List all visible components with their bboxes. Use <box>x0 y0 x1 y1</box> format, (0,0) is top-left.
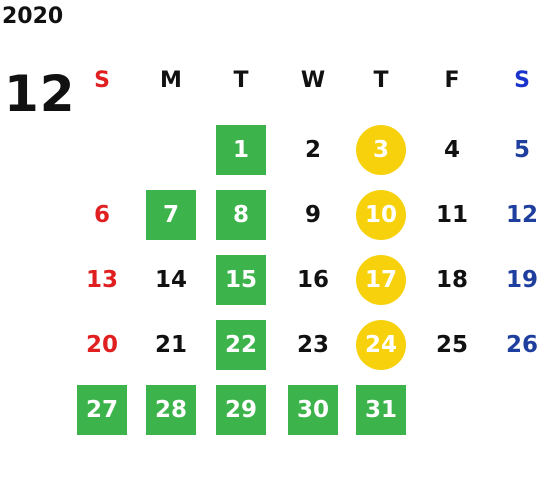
day-cell-28[interactable]: 28 <box>146 385 196 435</box>
day-cell-8[interactable]: 8 <box>216 190 266 240</box>
day-cell-16[interactable]: 16 <box>296 267 329 293</box>
day-cell-1[interactable]: 1 <box>216 125 266 175</box>
day-cell-7[interactable]: 7 <box>146 190 196 240</box>
day-cell-12[interactable]: 12 <box>505 202 538 228</box>
day-cell-24[interactable]: 24 <box>356 320 406 370</box>
weekday-sun: S <box>94 68 110 93</box>
weekday-tue: T <box>233 68 249 93</box>
day-cell-20[interactable]: 20 <box>85 332 118 358</box>
day-cell-2[interactable]: 2 <box>304 137 321 163</box>
weekday-fri: F <box>444 68 460 93</box>
day-cell-31[interactable]: 31 <box>356 385 406 435</box>
day-cell-22[interactable]: 22 <box>216 320 266 370</box>
day-cell-17[interactable]: 17 <box>356 255 406 305</box>
weekday-wed: W <box>300 68 326 93</box>
day-cell-29[interactable]: 29 <box>216 385 266 435</box>
day-cell-27[interactable]: 27 <box>77 385 127 435</box>
day-cell-11[interactable]: 11 <box>435 202 468 228</box>
month-label: 12 <box>4 65 76 123</box>
day-cell-5[interactable]: 5 <box>513 137 530 163</box>
day-cell-9[interactable]: 9 <box>304 202 321 228</box>
day-cell-6[interactable]: 6 <box>93 202 110 228</box>
day-cell-10[interactable]: 10 <box>356 190 406 240</box>
year-label: 2020 <box>2 4 64 29</box>
weekday-mon: M <box>160 68 182 93</box>
day-cell-18[interactable]: 18 <box>435 267 468 293</box>
day-cell-25[interactable]: 25 <box>435 332 468 358</box>
day-cell-26[interactable]: 26 <box>505 332 538 358</box>
day-cell-4[interactable]: 4 <box>443 137 460 163</box>
day-cell-15[interactable]: 15 <box>216 255 266 305</box>
day-cell-21[interactable]: 21 <box>154 332 187 358</box>
weekday-thu: T <box>373 68 389 93</box>
day-cell-13[interactable]: 13 <box>85 267 118 293</box>
day-cell-19[interactable]: 19 <box>505 267 538 293</box>
weekday-sat: S <box>514 68 530 93</box>
day-cell-3[interactable]: 3 <box>356 125 406 175</box>
day-cell-23[interactable]: 23 <box>296 332 329 358</box>
day-cell-30[interactable]: 30 <box>288 385 338 435</box>
day-cell-14[interactable]: 14 <box>154 267 187 293</box>
